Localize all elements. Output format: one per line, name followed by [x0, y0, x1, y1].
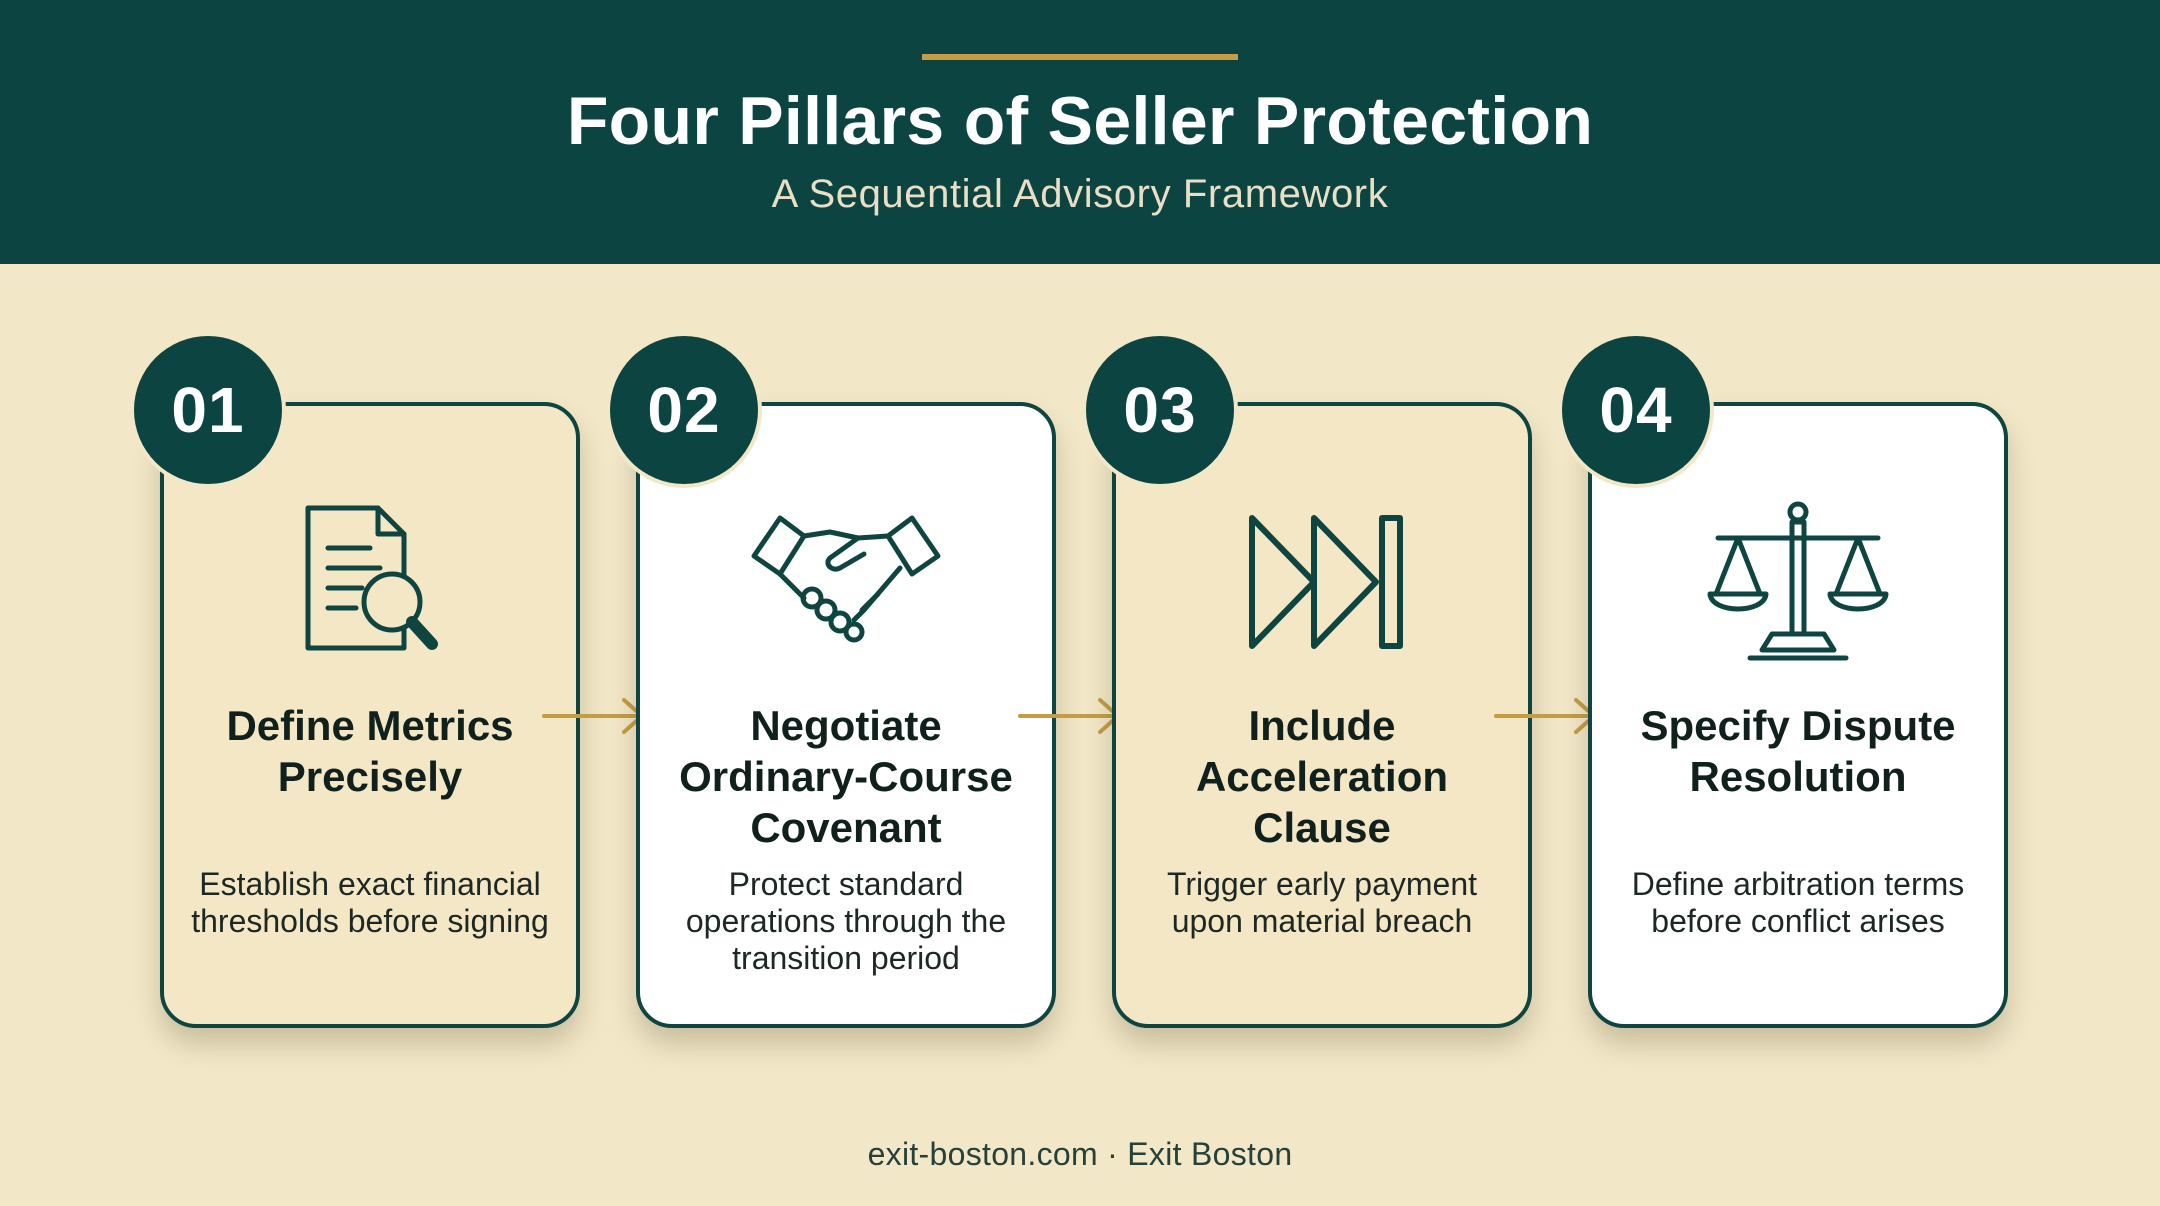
step-card-2: Negotiate Ordinary-Course Covenant Prote…: [636, 402, 1056, 1028]
footer-credit: exit-boston.com · Exit Boston: [867, 1136, 1293, 1172]
header-accent-rule: [922, 54, 1238, 60]
step-card-3: Include Acceleration Clause Trigger earl…: [1112, 402, 1532, 1028]
step-description: Trigger early payment upon material brea…: [1166, 866, 1478, 939]
step-description: Establish exact financial thresholds bef…: [191, 866, 549, 939]
step-card-1: Define Metrics Precisely Establish exact…: [160, 402, 580, 1028]
page-title: Four Pillars of Seller Protection: [566, 83, 1594, 159]
step-title: Define Metrics Precisely: [226, 702, 514, 800]
step-description: Protect standard operations through the …: [685, 866, 1007, 976]
step-number-badge: 04: [1562, 336, 1710, 484]
step-title: Include Acceleration Clause: [1195, 702, 1449, 851]
scales-icon: [1698, 498, 1898, 668]
step-description: Define arbitration terms before conflict…: [1631, 866, 1965, 939]
page-subtitle: A Sequential Advisory Framework: [771, 172, 1389, 216]
step-number-badge: 03: [1086, 336, 1234, 484]
handshake-icon: [746, 498, 946, 668]
step-title: Negotiate Ordinary-Course Covenant: [679, 702, 1013, 851]
fast-forward-icon: [1222, 498, 1422, 668]
step-card-4: Specify Dispute Resolution Define arbitr…: [1588, 402, 2008, 1028]
header-banner: Four Pillars of Seller Protection A Sequ…: [0, 0, 2160, 264]
step-title: Specify Dispute Resolution: [1640, 702, 1956, 800]
step-number-badge: 01: [134, 336, 282, 484]
document-search-icon: [270, 498, 470, 668]
step-number-badge: 02: [610, 336, 758, 484]
